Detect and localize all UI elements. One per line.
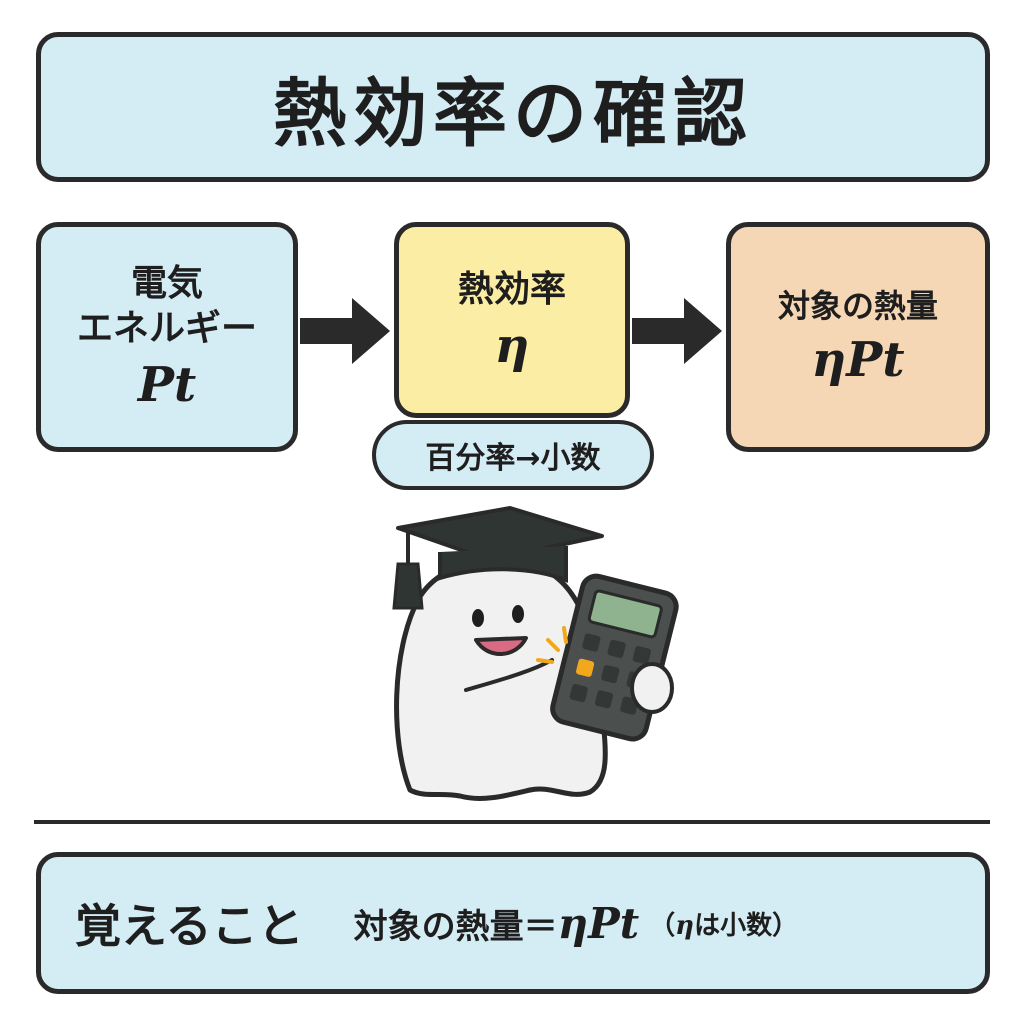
- summary-note-open: （: [649, 910, 676, 941]
- graduation-cap-board: [396, 506, 604, 562]
- percent-to-decimal-text: 百分率→小数: [425, 441, 601, 476]
- calculator-key: [594, 690, 614, 709]
- right-arrow-icon: [300, 298, 390, 364]
- summary-box: 覚えること 対象の熱量＝ηPt （ηは小数）: [36, 852, 990, 994]
- calculator-key: [582, 633, 601, 652]
- ghost-hand: [630, 662, 674, 714]
- calculator-key: [632, 646, 651, 665]
- section-divider: [34, 820, 990, 824]
- target-heat-label: 対象の熱量: [777, 287, 938, 325]
- tap-spark: [562, 626, 568, 644]
- calculator-key-highlight: [576, 658, 595, 677]
- summary-note-text: は小数）: [694, 910, 799, 941]
- arrow-shaft: [300, 318, 354, 344]
- thermal-efficiency-label: 熱効率: [457, 268, 566, 310]
- target-heat-box: 対象の熱量 ηPt: [726, 222, 990, 452]
- electric-energy-box: 電気 エネルギー Pt: [36, 222, 298, 452]
- calculator-screen: [587, 589, 663, 639]
- ghost-left-eye: [472, 609, 484, 627]
- arrow-head: [352, 298, 390, 364]
- electric-energy-label-line2: エネルギー: [76, 308, 257, 349]
- percent-to-decimal-note: 百分率→小数: [372, 420, 654, 490]
- arrow-head: [684, 298, 722, 364]
- summary-note: （ηは小数）: [649, 905, 798, 942]
- graduation-cap-base: [438, 546, 568, 583]
- page-title: 熱効率の確認: [273, 70, 753, 157]
- summary-note-symbol: η: [675, 910, 695, 941]
- electric-energy-label-line1: 電気: [130, 263, 203, 304]
- summary-formula-symbol: ηPt: [557, 898, 640, 948]
- calculator-key: [601, 665, 620, 684]
- ghost-mascot-icon: [392, 506, 679, 801]
- ghost-arm: [464, 658, 554, 692]
- summary-formula: 対象の熱量＝ηPt: [354, 899, 640, 948]
- target-heat-symbol: ηPt: [811, 332, 905, 388]
- electric-energy-symbol: Pt: [137, 357, 197, 413]
- calculator-key: [569, 683, 588, 703]
- arrow-shaft: [632, 318, 686, 344]
- title-banner: 熱効率の確認: [36, 32, 990, 182]
- calculator-key: [607, 639, 626, 658]
- thermal-efficiency-symbol: η: [494, 317, 530, 374]
- ghost-mouth: [474, 636, 528, 656]
- cap-tassel: [392, 562, 424, 610]
- summary-formula-text: 対象の熱量＝: [353, 906, 558, 947]
- ghost-right-eye: [512, 605, 524, 623]
- thermal-efficiency-box: 熱効率 η: [394, 222, 630, 418]
- tap-spark: [536, 658, 554, 664]
- right-arrow-icon: [632, 298, 722, 364]
- summary-heading: 覚えること: [75, 899, 304, 953]
- tap-spark: [546, 638, 560, 652]
